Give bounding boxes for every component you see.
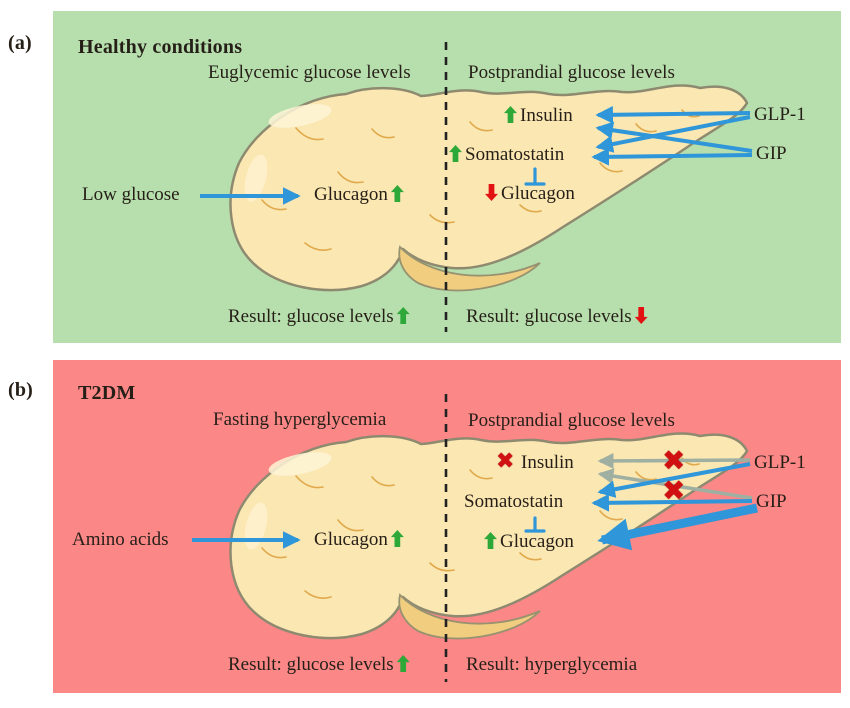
decrease-arrow-icon [634, 307, 648, 324]
panel-a-title: Healthy conditions [78, 36, 243, 58]
panel-a-glucagon-right: Glucagon [485, 183, 575, 205]
panel-a-right-heading: Postprandial glucose levels [468, 62, 675, 83]
panel-a-glp1-label: GLP-1 [754, 104, 806, 125]
panel-b-somatostatin: Somatostatin [464, 491, 564, 512]
arrow-gip-to-somatostatin [591, 148, 753, 166]
arrow-gip-to-somatostatin-b [591, 494, 753, 512]
panel-b-glucagon-right: Glucagon [484, 531, 574, 553]
increase-arrow-icon [504, 106, 517, 123]
panel-b-glucagon-left: Glucagon [314, 529, 406, 551]
arrow-blocked-gip-to-insulin [597, 468, 753, 500]
panel-a-tag: (a) [8, 32, 32, 54]
increase-arrow-icon [396, 307, 410, 324]
blocked-cross-icon: ✖ [662, 474, 686, 507]
panel-b-arrows [192, 452, 758, 551]
arrow-strong-gip-to-glucagon [597, 503, 758, 551]
panel-b-glp1-label: GLP-1 [754, 452, 806, 473]
somatostatin-label: Somatostatin [465, 144, 565, 165]
panel-a-gip-label: GIP [756, 143, 787, 164]
blocked-cross-icon: ✖ [662, 444, 686, 477]
increase-arrow-icon [390, 530, 404, 547]
increase-arrow-icon [390, 185, 404, 202]
panel-a-insulin: Insulin [504, 105, 573, 127]
arrow-gip-to-insulin [595, 121, 753, 153]
panel-b-stimulus-label: Amino acids [72, 529, 169, 550]
panel-a-somatostatin: Somatostatin [449, 144, 564, 166]
glucagon-label: Glucagon [500, 531, 574, 552]
panel-b-insulin: Insulin [521, 452, 574, 473]
arrow-blocked-glp1-to-insulin [597, 452, 751, 469]
decrease-arrow-icon [485, 184, 498, 201]
inhibition-somatostatin-glucagon-a [524, 167, 546, 186]
result-text: Result: glucose levels [228, 306, 394, 327]
panel-b-right-heading: Postprandial glucose levels [468, 410, 675, 431]
insulin-label: Insulin [520, 105, 573, 126]
panel-b-tag: (b) [8, 379, 34, 401]
glucagon-label: Glucagon [501, 183, 575, 204]
panel-b-gip-label: GIP [756, 491, 787, 512]
blocked-cross-icon: ✖ [496, 449, 515, 474]
panel-a-glucagon-left: Glucagon [314, 184, 406, 206]
glucagon-label: Glucagon [314, 184, 388, 205]
panel-a-stimulus-label: Low glucose [82, 184, 180, 205]
panel-b-result-left: Result: glucose levels [228, 654, 412, 676]
inhibition-somatostatin-glucagon-b [524, 516, 546, 533]
increase-arrow-icon [449, 145, 462, 162]
arrow-glp1-to-somatostatin-b [597, 462, 751, 498]
glucagon-label: Glucagon [314, 529, 388, 550]
panel-b-title: T2DM [78, 382, 136, 404]
panel-a-result-left: Result: glucose levels [228, 306, 412, 328]
arrow-glp1-to-insulin [595, 106, 751, 124]
result-text: Result: glucose levels [228, 654, 394, 675]
panel-a-left-heading: Euglycemic glucose levels [208, 62, 411, 83]
increase-arrow-icon [396, 655, 410, 672]
increase-arrow-icon [484, 532, 497, 549]
panel-a-result-right: Result: glucose levels [466, 306, 650, 328]
result-text: Result: glucose levels [466, 306, 632, 327]
panel-a-arrows [200, 106, 753, 205]
panel-b-result-right: Result: hyperglycemia [466, 654, 638, 675]
arrow-glp1-to-somatostatin [595, 115, 751, 153]
panel-b-left-heading: Fasting hyperglycemia [213, 409, 387, 430]
